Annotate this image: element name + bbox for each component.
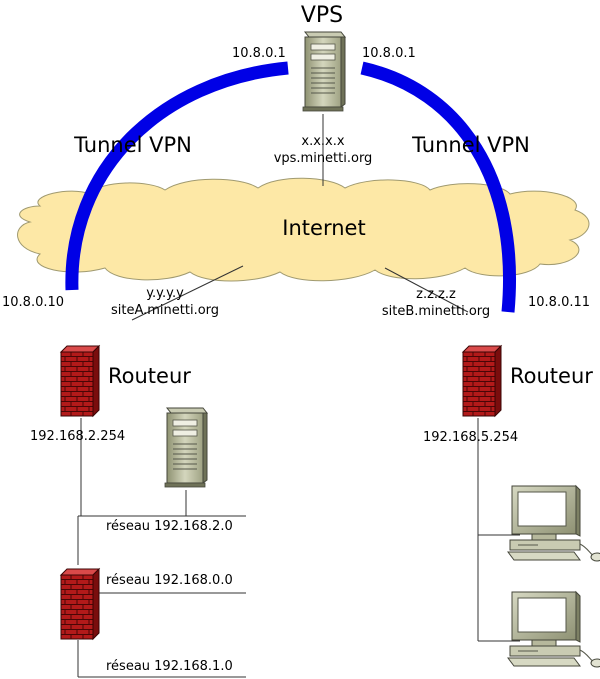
internet-cloud bbox=[17, 177, 590, 282]
network-label-192-168-2-0: réseau 192.168.2.0 bbox=[106, 519, 233, 534]
siteA-firewall-router-icon bbox=[60, 345, 100, 417]
vps-hostname: vps.minetti.org bbox=[274, 151, 373, 166]
tunnel-label-right: Tunnel VPN bbox=[411, 133, 530, 157]
siteB-tunnel-ip: 10.8.0.11 bbox=[528, 295, 590, 310]
vps-title: VPS bbox=[301, 3, 343, 28]
link-internet-siteA bbox=[131, 265, 244, 321]
siteB-router-label: Routeur bbox=[510, 364, 593, 388]
siteA-public-ip: y.y.y.y bbox=[146, 286, 184, 301]
tunnel-label-left: Tunnel VPN bbox=[73, 133, 192, 157]
siteA-server-icon bbox=[164, 407, 208, 488]
siteB-firewall-router-icon bbox=[462, 345, 502, 417]
network-label-192-168-1-0: réseau 192.168.1.0 bbox=[106, 659, 233, 674]
network-label-192-168-0-0: réseau 192.168.0.0 bbox=[106, 573, 233, 588]
siteB-lan-ip: 192.168.5.254 bbox=[423, 430, 518, 445]
siteA-router-label: Routeur bbox=[108, 364, 191, 388]
siteB-desktop-computer-icon-2 bbox=[507, 591, 600, 668]
siteA-hostname: siteA.minetti.org bbox=[111, 303, 219, 318]
siteB-desktop-computer-icon-1 bbox=[507, 485, 600, 562]
siteA-tunnel-ip: 10.8.0.10 bbox=[2, 295, 64, 310]
internet-label: Internet bbox=[282, 216, 365, 240]
vpn-tunnel-left bbox=[65, 61, 289, 291]
siteB-public-ip: z.z.z.z bbox=[416, 287, 456, 302]
vps-tunnel-ip-left: 10.8.0.1 bbox=[232, 46, 286, 61]
siteA-internal-firewall-router-icon bbox=[60, 568, 100, 640]
siteA-lan-ip: 192.168.2.254 bbox=[30, 429, 125, 444]
vps-tunnel-ip-right: 10.8.0.1 bbox=[362, 46, 416, 61]
siteB-hostname: siteB.minetti.org bbox=[382, 304, 490, 319]
vpn-tunnel-right bbox=[360, 61, 516, 313]
link-internet-siteB bbox=[384, 267, 469, 313]
vps-server-icon bbox=[302, 31, 346, 112]
vps-public-ip: x.x.x.x bbox=[301, 134, 344, 149]
